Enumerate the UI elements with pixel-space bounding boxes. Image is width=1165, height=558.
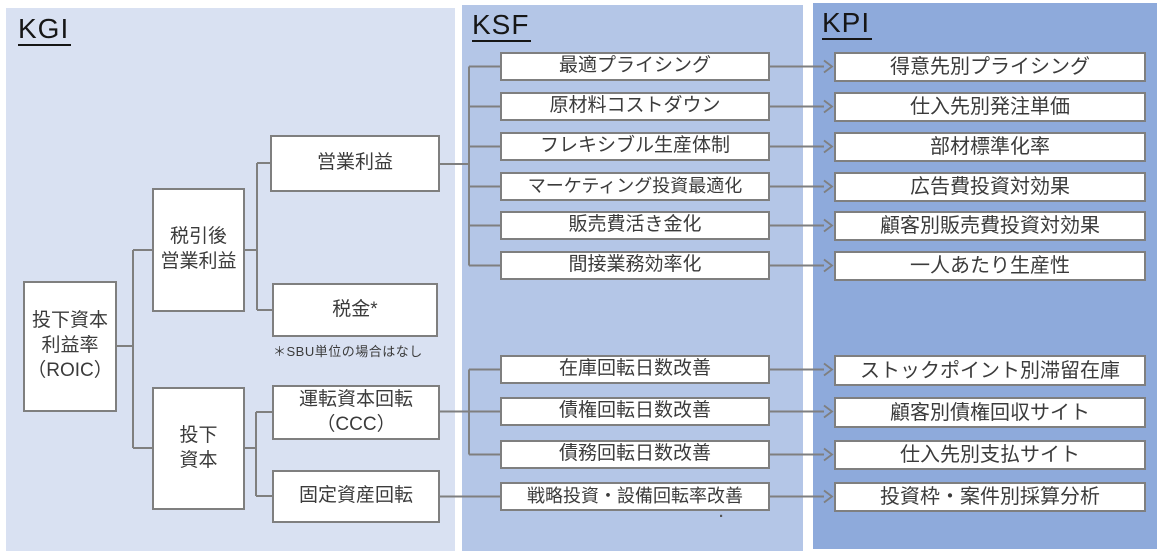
node-operating-profit: 営業利益	[270, 135, 440, 192]
ksf-item-receivable-turnover: 債権回転日数改善	[500, 397, 770, 426]
node-tax: 税金*	[272, 283, 438, 337]
node-fixed-asset-turnover: 固定資産回転	[272, 470, 440, 523]
kpi-item-productivity-per-person: 一人あたり生産性	[834, 251, 1146, 281]
kpi-item-parts-standardization: 部材標準化率	[834, 132, 1146, 162]
kpi-header: KPI	[822, 8, 873, 41]
ksf-header: KSF	[472, 10, 532, 43]
ksf-item-marketing-optimization: マーケティング投資最適化	[500, 172, 770, 201]
ksf-item-inventory-turnover: 在庫回転日数改善	[500, 355, 770, 384]
kpi-item-sales-cost-roi: 顧客別販売費投資対効果	[834, 211, 1146, 241]
kpi-item-receivable-collection-site: 顧客別債権回収サイト	[834, 397, 1146, 428]
ksf-item-flexible-production: フレキシブル生産体制	[500, 132, 770, 161]
ksf-item-sales-cost-utilization: 販売費活き金化	[500, 211, 770, 240]
kpi-item-supplier-unit-price: 仕入先別発注単価	[834, 92, 1146, 122]
node-roic: 投下資本 利益率 （ROIC）	[23, 281, 117, 412]
ksf-item-optimal-pricing: 最適プライシング	[500, 52, 770, 81]
kpi-item-customer-pricing: 得意先別プライシング	[834, 52, 1146, 82]
ksf-item-payable-turnover: 債務回転日数改善	[500, 440, 770, 469]
node-working-capital-turnover: 運転資本回転 （CCC）	[272, 385, 440, 440]
stray-period-mark: .	[719, 504, 724, 521]
ksf-item-material-cost-down: 原材料コストダウン	[500, 92, 770, 121]
kgi-header: KGI	[18, 14, 72, 47]
kpi-item-ad-roi: 広告費投資対効果	[834, 172, 1146, 202]
tax-footnote: ＊SBU単位の場合はなし	[273, 344, 423, 359]
ksf-item-strategic-investment: 戦略投資・設備回転率改善	[500, 482, 770, 511]
kpi-item-supplier-payment-site: 仕入先別支払サイト	[834, 440, 1146, 470]
kpi-item-stock-point-inventory: ストックポイント別滞留在庫	[834, 355, 1146, 386]
kpi-item-investment-profitability: 投資枠・案件別採算分析	[834, 482, 1146, 512]
node-after-tax-operating-profit: 税引後 営業利益	[152, 188, 245, 312]
node-invested-capital: 投下 資本	[152, 387, 245, 510]
ksf-item-indirect-efficiency: 間接業務効率化	[500, 251, 770, 280]
